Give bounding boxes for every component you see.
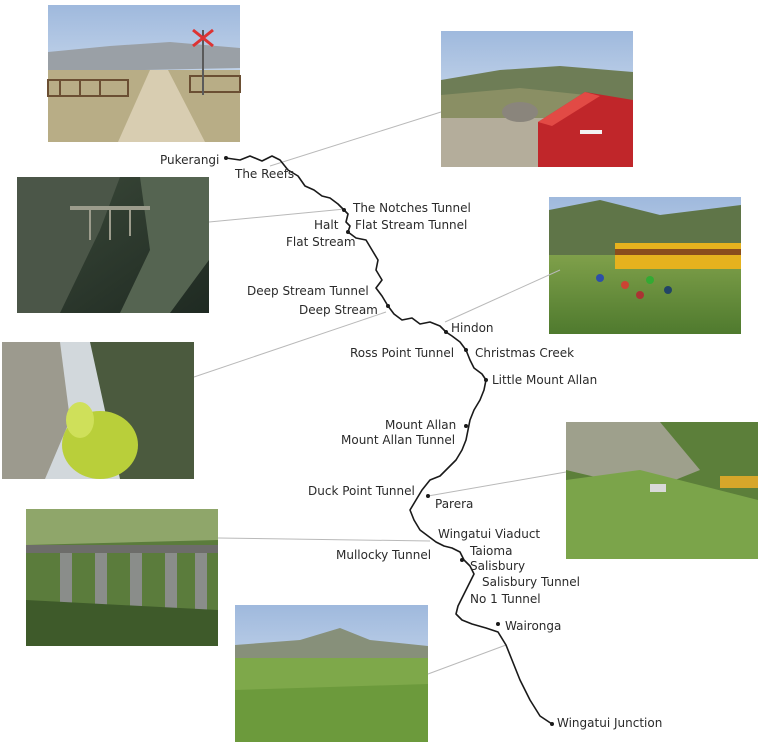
photo-pukerangi-crossing xyxy=(47,5,241,142)
label-wingatui-junction: Wingatui Junction xyxy=(557,716,662,730)
label-mullocky-tunnel: Mullocky Tunnel xyxy=(336,548,431,562)
label-christmas-creek: Christmas Creek xyxy=(475,346,574,360)
label-parera: Parera xyxy=(435,497,473,511)
label-deep-stream: Deep Stream xyxy=(299,303,378,317)
label-mount-allan-tunnel: Mount Allan Tunnel xyxy=(341,433,455,447)
label-flat-stream: Flat Stream xyxy=(286,235,356,249)
label-flat-stream-tunnel: Flat Stream Tunnel xyxy=(355,218,467,232)
label-duck-point-tunnel: Duck Point Tunnel xyxy=(308,484,415,498)
label-salisbury: Salisbury xyxy=(470,559,525,573)
label-halt: Halt xyxy=(314,218,339,232)
photo-wingatui-viaduct xyxy=(26,509,218,646)
photo-the-reefs-shelter xyxy=(441,31,633,167)
station-markers xyxy=(224,156,554,726)
label-waironga: Waironga xyxy=(505,619,561,633)
label-ross-point-tunnel: Ross Point Tunnel xyxy=(350,346,454,360)
label-the-reefs: The Reefs xyxy=(234,167,294,181)
photo-deep-stream-gorge xyxy=(2,342,194,479)
label-notches-tunnel: The Notches Tunnel xyxy=(352,201,471,215)
label-mount-allan: Mount Allan xyxy=(385,418,456,432)
photo-parera-hillside xyxy=(566,422,758,559)
photo-notches-gorge xyxy=(17,177,209,313)
photo-hindon-train xyxy=(549,197,741,334)
label-deep-stream-tunnel: Deep Stream Tunnel xyxy=(247,284,369,298)
label-wingatui-viaduct: Wingatui Viaduct xyxy=(438,527,540,541)
leader-lines xyxy=(193,111,567,675)
label-no-1-tunnel: No 1 Tunnel xyxy=(470,592,541,606)
label-hindon: Hindon xyxy=(451,321,494,335)
label-pukerangi: Pukerangi xyxy=(160,153,219,167)
label-taioma: Taioma xyxy=(469,544,512,558)
photo-waironga-farmland xyxy=(235,605,428,742)
label-salisbury-tunnel: Salisbury Tunnel xyxy=(482,575,580,589)
label-little-mount-allan: Little Mount Allan xyxy=(492,373,597,387)
